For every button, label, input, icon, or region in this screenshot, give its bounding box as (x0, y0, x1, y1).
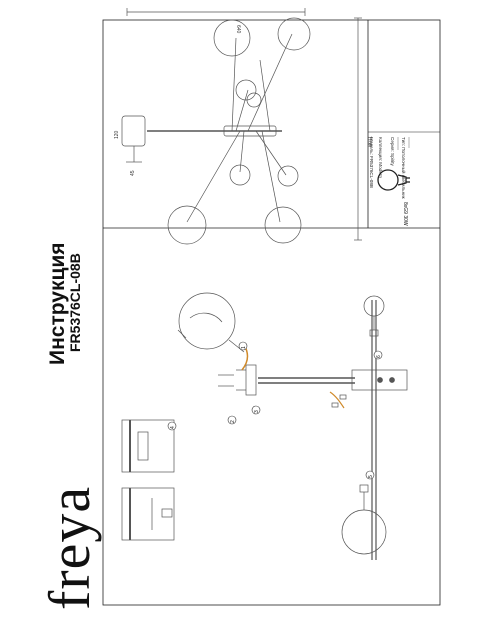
light-bulb-icon (377, 169, 410, 191)
callout-2 (227, 415, 237, 425)
brand-logo: freya (37, 485, 102, 610)
callout-number: 1 (241, 346, 247, 349)
info-collection: Коллекция: Modern (378, 137, 383, 178)
info-type-label: Тип: (401, 137, 406, 146)
callout-number: 2 (230, 420, 236, 423)
callout-3 (251, 405, 261, 415)
dimension-width: 640 (235, 25, 241, 34)
callout-1 (238, 341, 248, 351)
bulb-label: 8xG9 30W (402, 202, 408, 226)
assembly-drawing (121, 292, 408, 560)
dimension-base: 120 (114, 130, 120, 139)
callout-number: 4 (170, 426, 176, 429)
info-type-value: Потолочный светильник (401, 147, 406, 199)
document-model: FR5376CL-08B (67, 253, 83, 352)
info-type: Тип: Потолочный светильник (401, 137, 406, 199)
callout-4 (167, 421, 177, 431)
connector-wire (329, 391, 345, 409)
callout-number: 3 (254, 410, 260, 413)
outer-frame (102, 19, 441, 606)
info-underlines (397, 137, 410, 150)
dimension-drawing (121, 8, 362, 245)
callout-6 (373, 350, 383, 360)
callout-markers (167, 341, 383, 480)
dimension-small: 45 (130, 170, 136, 176)
info-series-label: Серия: (390, 137, 395, 152)
info-model: Модель: FR5376CL-08B (369, 137, 374, 188)
callout-5 (365, 470, 375, 480)
info-series: Серия: Spirity (390, 137, 395, 166)
info-series-value: Spirity (390, 153, 395, 166)
callout-number: 6 (376, 355, 382, 358)
callout-number: 5 (368, 475, 374, 478)
